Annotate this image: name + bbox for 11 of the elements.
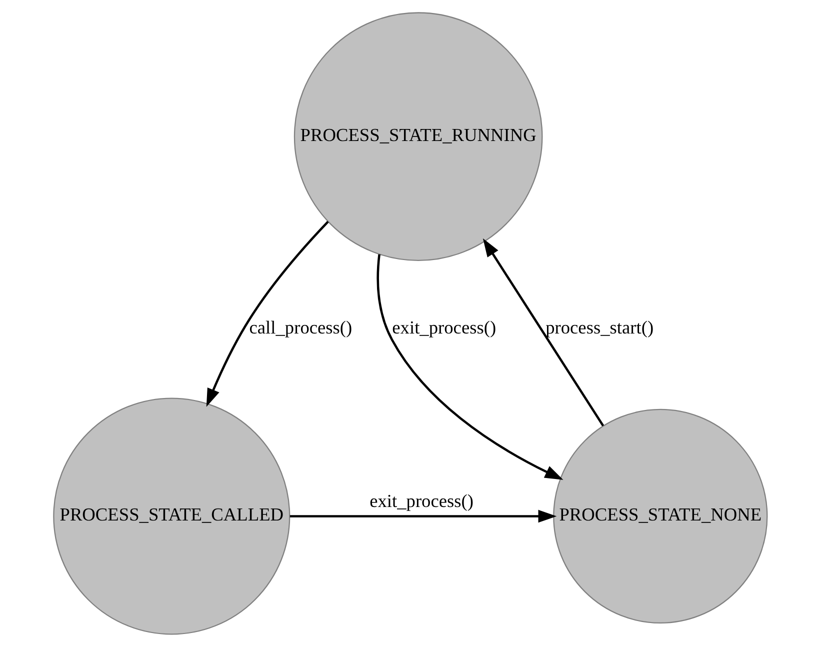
arrow	[482, 238, 604, 426]
arrow	[206, 220, 328, 407]
edge-label: call_process()	[248, 318, 352, 338]
edge-label: exit_process()	[369, 490, 474, 511]
node-circle: PROCESS_STATE_CALLED	[52, 398, 290, 635]
node-circle: PROCESS_STATE_NONE	[552, 408, 768, 624]
edge-label: process_start()	[545, 318, 654, 338]
node-circle: PROCESS_STATE_RUNNING	[293, 12, 542, 262]
edge-label: exit_process()	[392, 318, 496, 338]
arrow	[376, 254, 563, 480]
arrow	[289, 510, 556, 523]
